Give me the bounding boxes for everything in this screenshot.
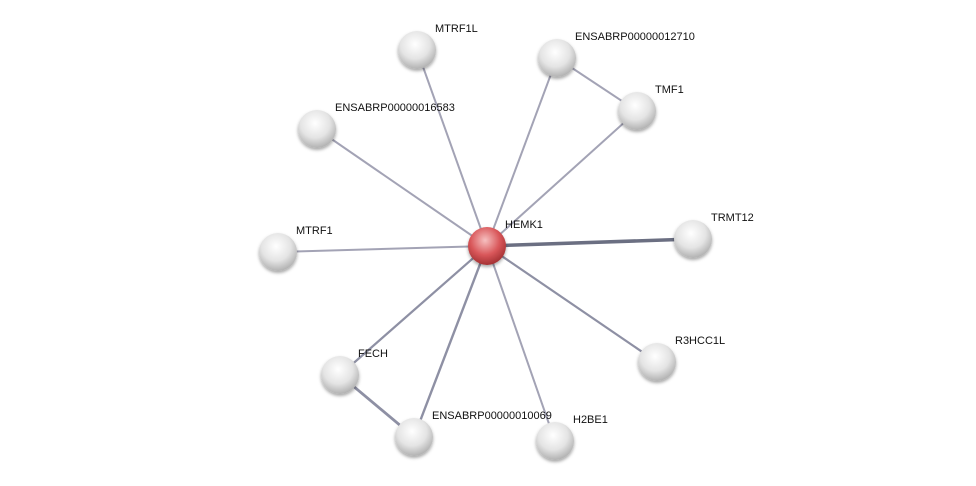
node-sphere[interactable] [618,92,656,130]
node-label: MTRF1L [435,23,478,35]
node-sphere[interactable] [259,233,297,271]
node-label: R3HCC1L [675,335,725,347]
node-label: HEMK1 [505,219,543,231]
node-label: ENSABRP00000016583 [335,102,455,114]
node-ensabrp00000010069[interactable]: ENSABRP00000010069 [395,410,552,456]
node-label: TRMT12 [711,212,754,224]
node-sphere[interactable] [468,227,506,265]
edge-hemk1-mtrf1[interactable] [277,245,488,253]
node-tmf1[interactable]: TMF1 [618,84,684,130]
edge-hemk1-trmt12[interactable] [486,237,694,248]
edge-hemk1-tmf1[interactable] [486,110,638,247]
node-label: H2BE1 [573,414,608,426]
edge-hemk1-ensabrp00000016583[interactable] [316,128,488,247]
node-h2be1[interactable]: H2BE1 [536,414,608,460]
edge-hemk1-mtrf1l[interactable] [416,49,488,247]
node-sphere[interactable] [395,418,433,456]
node-r3hcc1l[interactable]: R3HCC1L [638,335,725,381]
node-mtrf1l[interactable]: MTRF1L [398,23,478,69]
node-trmt12[interactable]: TRMT12 [674,212,754,258]
node-sphere[interactable] [298,110,336,148]
node-label: MTRF1 [296,225,333,237]
node-sphere[interactable] [398,31,436,69]
node-sphere[interactable] [674,220,712,258]
edge-hemk1-ensabrp00000012710[interactable] [486,57,558,247]
node-hemk1[interactable]: HEMK1 [468,219,543,265]
node-ensabrp00000012710[interactable]: ENSABRP00000012710 [538,31,695,77]
node-mtrf1[interactable]: MTRF1 [259,225,333,271]
node-sphere[interactable] [321,356,359,394]
edge-hemk1-r3hcc1l[interactable] [486,245,658,363]
node-label: TMF1 [655,84,684,96]
node-sphere[interactable] [536,422,574,460]
node-sphere[interactable] [538,39,576,77]
node-ensabrp00000016583[interactable]: ENSABRP00000016583 [298,102,455,148]
edge-hemk1-ensabrp00000010069[interactable] [412,245,489,438]
edge-hemk1-fech[interactable] [339,245,488,376]
node-label: FECH [358,348,388,360]
node-sphere[interactable] [638,343,676,381]
node-label: ENSABRP00000012710 [575,31,695,43]
node-fech[interactable]: FECH [321,348,388,394]
node-label: ENSABRP00000010069 [432,410,552,422]
edge-hemk1-h2be1[interactable] [486,245,556,442]
